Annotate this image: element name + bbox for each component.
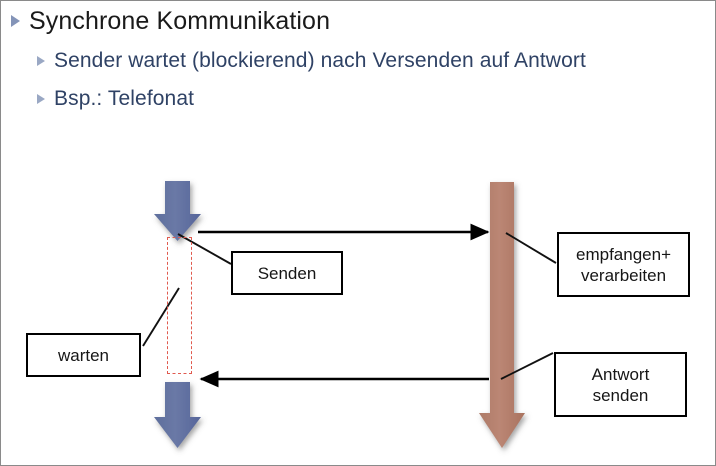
page-title: Synchrone Kommunikation	[29, 7, 331, 35]
label-box-empfangen-line2: verarbeiten	[580, 265, 667, 285]
label-box-senden: Senden	[231, 251, 343, 295]
label-box-warten-text: warten	[57, 345, 110, 365]
sender-lifeline-arrow-top	[154, 181, 201, 241]
label-box-antwort-line1: Antwort	[591, 364, 650, 384]
label-box-senden-text: Senden	[257, 263, 317, 283]
label-box-antwort-line2: senden	[592, 385, 649, 405]
label-box-warten: warten	[26, 333, 141, 377]
warten-dashed-region	[167, 237, 192, 374]
warten-leader-line	[142, 287, 180, 347]
senden-leader-line	[177, 233, 232, 265]
label-box-empfangen-line1: empfangen+	[576, 244, 671, 264]
triangle-bullet-icon	[11, 15, 20, 27]
slide-title-row: Synchrone Kommunikation	[11, 6, 330, 36]
bullet-item-1: Sender wartet (blockierend) nach Versend…	[37, 48, 586, 74]
sender-lifeline-arrow-bottom	[154, 382, 201, 448]
bullet-item-2: Bsp.: Telefonat	[37, 86, 194, 112]
bullet-item-1-label: Sender wartet (blockierend) nach Versend…	[54, 49, 586, 72]
receiver-lifeline-arrow	[479, 182, 525, 448]
antwort-leader-line	[500, 352, 554, 380]
label-box-empfangen: empfangen+ verarbeiten	[557, 232, 690, 297]
empfangen-leader-line	[505, 232, 557, 264]
label-box-antwort: Antwort senden	[554, 352, 687, 417]
triangle-bullet-icon	[37, 56, 45, 66]
triangle-bullet-icon	[37, 94, 45, 104]
bullet-item-2-label: Bsp.: Telefonat	[54, 87, 195, 110]
